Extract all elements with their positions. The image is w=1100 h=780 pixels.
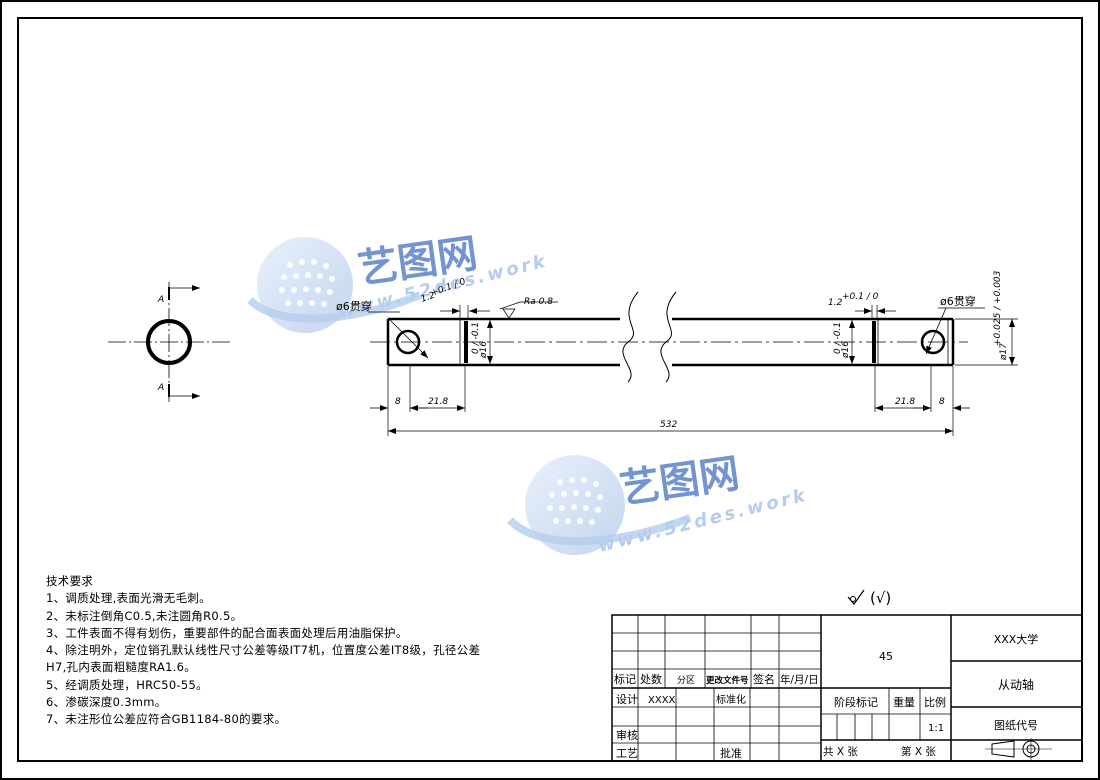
right-hole-label: ø6贯穿 (940, 294, 976, 308)
left-segment-dim: 21.8 (428, 397, 448, 407)
overall-length-dim: 532 (660, 420, 677, 430)
technical-requirements: 技术要求 1、调质处理,表面光滑无毛刺。 2、未标注倒角C0.5,未注圆角R0.… (46, 573, 566, 729)
right-groove-diameter: ø16 (841, 341, 851, 359)
right-groove-diameter-tol: 0 / -0.1 (833, 322, 843, 354)
process-label: 工艺 (616, 747, 638, 760)
header-zone: 分区 (677, 675, 695, 686)
requirements-title: 技术要求 (46, 574, 94, 588)
requirement-item: H7,孔内表面粗糙度RA1.6。 (46, 660, 197, 675)
right-groove-width: 1.2 (828, 298, 843, 308)
requirement-item: 2、未标注倒角C0.5,未注圆角R0.5。 (46, 608, 243, 623)
title-block-text: 45 XXX大学 从动轴 图纸代号 标记 处数 分区 更改文件号 签名 年/月/… (614, 632, 1038, 760)
review-label: 审核 (616, 728, 638, 742)
approve-label: 批准 (720, 746, 742, 760)
header-sign: 签名 (753, 672, 775, 686)
surface-roughness-symbol: (√) (847, 589, 891, 607)
requirement-item: 1、调质处理,表面光滑无毛刺。 (46, 591, 211, 606)
left-groove-diameter-tol: 0 / -0.1 (471, 322, 481, 354)
header-count: 处数 (640, 673, 662, 686)
section-view: A A (108, 282, 230, 402)
roughness-label: Ra 0.8 (524, 297, 553, 307)
stage-label: 阶段标记 (834, 695, 878, 709)
watermark-middle: 艺图网 www.52des.work (507, 451, 810, 557)
scale-value: 1:1 (928, 723, 944, 734)
left-groove-diameter: ø16 (479, 341, 489, 359)
header-change-doc: 更改文件号 (706, 675, 749, 686)
sheet-number: 第 X 张 (901, 745, 936, 758)
weight-label: 重量 (893, 695, 915, 709)
section-label-top: A (157, 295, 164, 305)
requirement-item: 5、经调质处理，HRC50-55。 (46, 677, 208, 692)
scale-label: 比例 (924, 695, 946, 709)
designer-value: XXXX (648, 695, 676, 706)
requirement-item: 4、除注明外，定位销孔默认线性尺寸公差等级IT7机，位置度公差IT8级，孔径公差 (46, 643, 481, 658)
part-name: 从动轴 (998, 677, 1034, 692)
design-label: 设计 (616, 693, 638, 706)
requirement-item: 3、工件表面不得有划伤，重要部件的配合面表面处理后用油脂保护。 (46, 625, 408, 640)
right-segment-dim: 21.8 (895, 397, 915, 407)
section-label-bottom: A (157, 383, 164, 393)
dimension-labels: ø6贯穿 ø6贯穿 1.2 +0.1 / 0 1.2 +0.1 / 0 Ra 0… (336, 270, 1009, 430)
shaft-diameter-tol: +0.025 / +0.003 (993, 270, 1003, 346)
header-mark: 标记 (614, 672, 636, 686)
inner-border (17, 17, 1083, 762)
drawing-code-label: 图纸代号 (994, 719, 1038, 732)
school-name: XXX大学 (994, 632, 1039, 646)
header-date: 年/月/日 (780, 673, 819, 686)
standardize-label: 标准化 (716, 693, 746, 706)
watermark-top: 艺图网 www.52des.work (247, 231, 550, 333)
left-hole-label: ø6贯穿 (336, 299, 372, 313)
sheets-total: 共 X 张 (823, 746, 858, 758)
dimension-lines (370, 301, 1018, 436)
shaft-diameter: ø17 (999, 343, 1009, 361)
right-groove-tol: +0.1 / 0 (842, 292, 879, 302)
roughness-symbol-text: (√) (870, 589, 891, 607)
material-value: 45 (879, 650, 893, 663)
requirement-item: 7、未注形位公差应符合GB1184-80的要求。 (46, 712, 287, 727)
shaft-front-view (368, 291, 985, 383)
requirement-item: 6、渗碳深度0.3mm。 (46, 695, 167, 710)
title-block (611, 614, 1083, 762)
left-groove-width: 1.2 (420, 290, 437, 304)
left-end-dim: 8 (395, 397, 401, 407)
right-end-dim: 8 (939, 397, 945, 407)
watermark-brand: 艺图网 (617, 451, 742, 513)
